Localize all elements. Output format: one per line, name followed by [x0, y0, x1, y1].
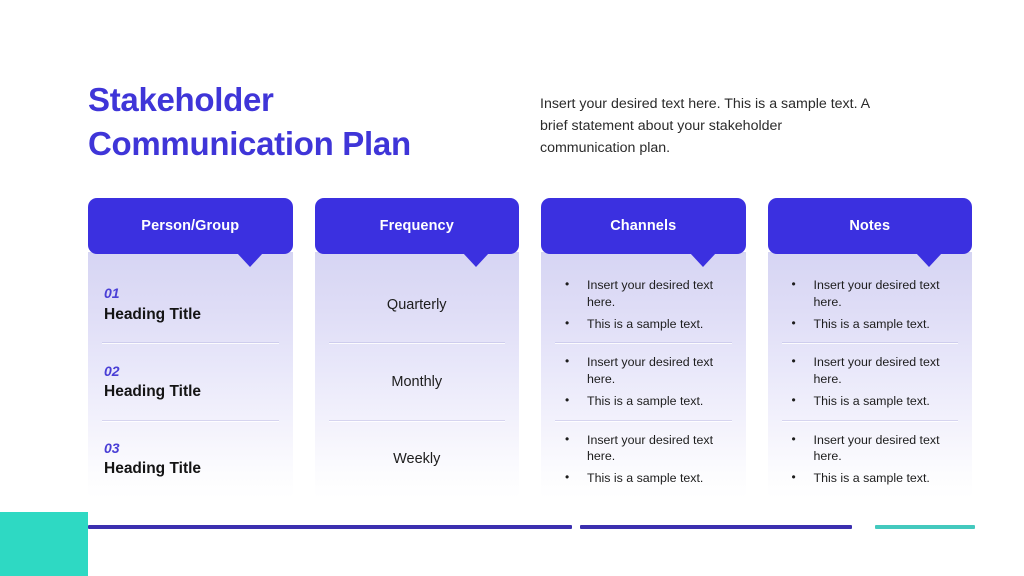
- column-body-channels: Insert your desired text here. This is a…: [541, 252, 746, 498]
- bullet-list: Insert your desired text here. This is a…: [557, 276, 730, 333]
- table-row: Quarterly: [315, 266, 520, 343]
- intro-paragraph: Insert your desired text here. This is a…: [540, 96, 870, 156]
- decorative-rule-teal: [875, 525, 975, 529]
- bullet-list: Insert your desired text here. This is a…: [557, 353, 730, 410]
- column-body-notes: Insert your desired text here. This is a…: [767, 252, 973, 498]
- column-frequency: Frequency Quarterly Monthly Weekly: [314, 198, 520, 498]
- row-number: 01: [104, 285, 120, 302]
- column-header-label: Channels: [610, 218, 677, 234]
- list-item: This is a sample text.: [784, 469, 957, 487]
- column-body-person-group: 01 Heading Title 02 Heading Title 03 Hea…: [88, 252, 293, 498]
- list-item: This is a sample text.: [557, 315, 730, 333]
- list-item: This is a sample text.: [557, 469, 730, 487]
- bullet-list: Insert your desired text here. This is a…: [784, 353, 957, 410]
- list-item: Insert your desired text here.: [557, 353, 730, 388]
- row-heading: Heading Title: [104, 305, 202, 323]
- column-header-channels[interactable]: Channels: [541, 198, 746, 267]
- table-row: Insert your desired text here. This is a…: [768, 420, 973, 498]
- list-item: This is a sample text.: [557, 392, 730, 410]
- table-row: 03 Heading Title: [88, 420, 293, 498]
- row-heading: Heading Title: [104, 460, 202, 478]
- table-row: Weekly: [315, 420, 520, 498]
- slide-title-line-2: Communication Plan: [88, 124, 411, 162]
- table-row: Insert your desired text here. This is a…: [541, 343, 746, 420]
- bullet-list: Insert your desired text here. This is a…: [557, 431, 730, 488]
- column-header-notes[interactable]: Notes: [767, 198, 972, 267]
- column-header-label: Person/Group: [141, 218, 240, 234]
- frequency-value: Weekly: [393, 451, 441, 468]
- intro-block: Insert your desired text here. This is a…: [540, 93, 870, 159]
- list-item: Insert your desired text here.: [557, 276, 730, 311]
- row-number: 03: [104, 439, 120, 456]
- column-person-group: Person/Group 01 Heading Title 02 Heading…: [88, 198, 293, 498]
- column-notes: Notes Insert your desired text here. Thi…: [767, 198, 973, 498]
- column-header-label: Notes: [849, 218, 891, 234]
- table-row: Insert your desired text here. This is a…: [768, 266, 973, 343]
- column-header-frequency[interactable]: Frequency: [314, 198, 519, 267]
- row-number: 02: [104, 362, 120, 379]
- pointer-triangle-icon: [916, 253, 942, 267]
- bullet-list: Insert your desired text here. This is a…: [784, 431, 957, 488]
- list-item: This is a sample text.: [784, 315, 957, 333]
- table-row: Insert your desired text here. This is a…: [541, 420, 746, 498]
- table-row: 02 Heading Title: [88, 343, 293, 420]
- list-item: Insert your desired text here.: [784, 431, 957, 466]
- list-item: Insert your desired text here.: [557, 431, 730, 466]
- frequency-value: Monthly: [391, 373, 443, 390]
- row-heading: Heading Title: [104, 383, 202, 401]
- list-item: Insert your desired text here.: [784, 353, 957, 388]
- table-row: Insert your desired text here. This is a…: [768, 343, 973, 420]
- decorative-rule-purple-left: [88, 525, 572, 529]
- list-item: This is a sample text.: [784, 392, 957, 410]
- column-header-label: Frequency: [379, 218, 454, 234]
- decorative-teal-square: [0, 512, 88, 576]
- frequency-value: Quarterly: [386, 296, 447, 313]
- column-body-frequency: Quarterly Monthly Weekly: [314, 252, 520, 498]
- column-header-person-group[interactable]: Person/Group: [88, 198, 293, 267]
- pointer-triangle-icon: [463, 253, 489, 267]
- table-row: Insert your desired text here. This is a…: [541, 266, 746, 343]
- comparison-table: Person/Group 01 Heading Title 02 Heading…: [88, 198, 972, 498]
- bullet-list: Insert your desired text here. This is a…: [784, 276, 957, 333]
- decorative-rule-purple-right: [580, 525, 852, 529]
- list-item: Insert your desired text here.: [784, 276, 957, 311]
- slide-title-line-1: Stakeholder: [88, 81, 274, 118]
- pointer-triangle-icon: [236, 253, 263, 267]
- table-row: Monthly: [315, 343, 520, 420]
- column-channels: Channels Insert your desired text here. …: [541, 198, 746, 498]
- table-row: 01 Heading Title: [88, 266, 293, 343]
- pointer-triangle-icon: [689, 253, 716, 267]
